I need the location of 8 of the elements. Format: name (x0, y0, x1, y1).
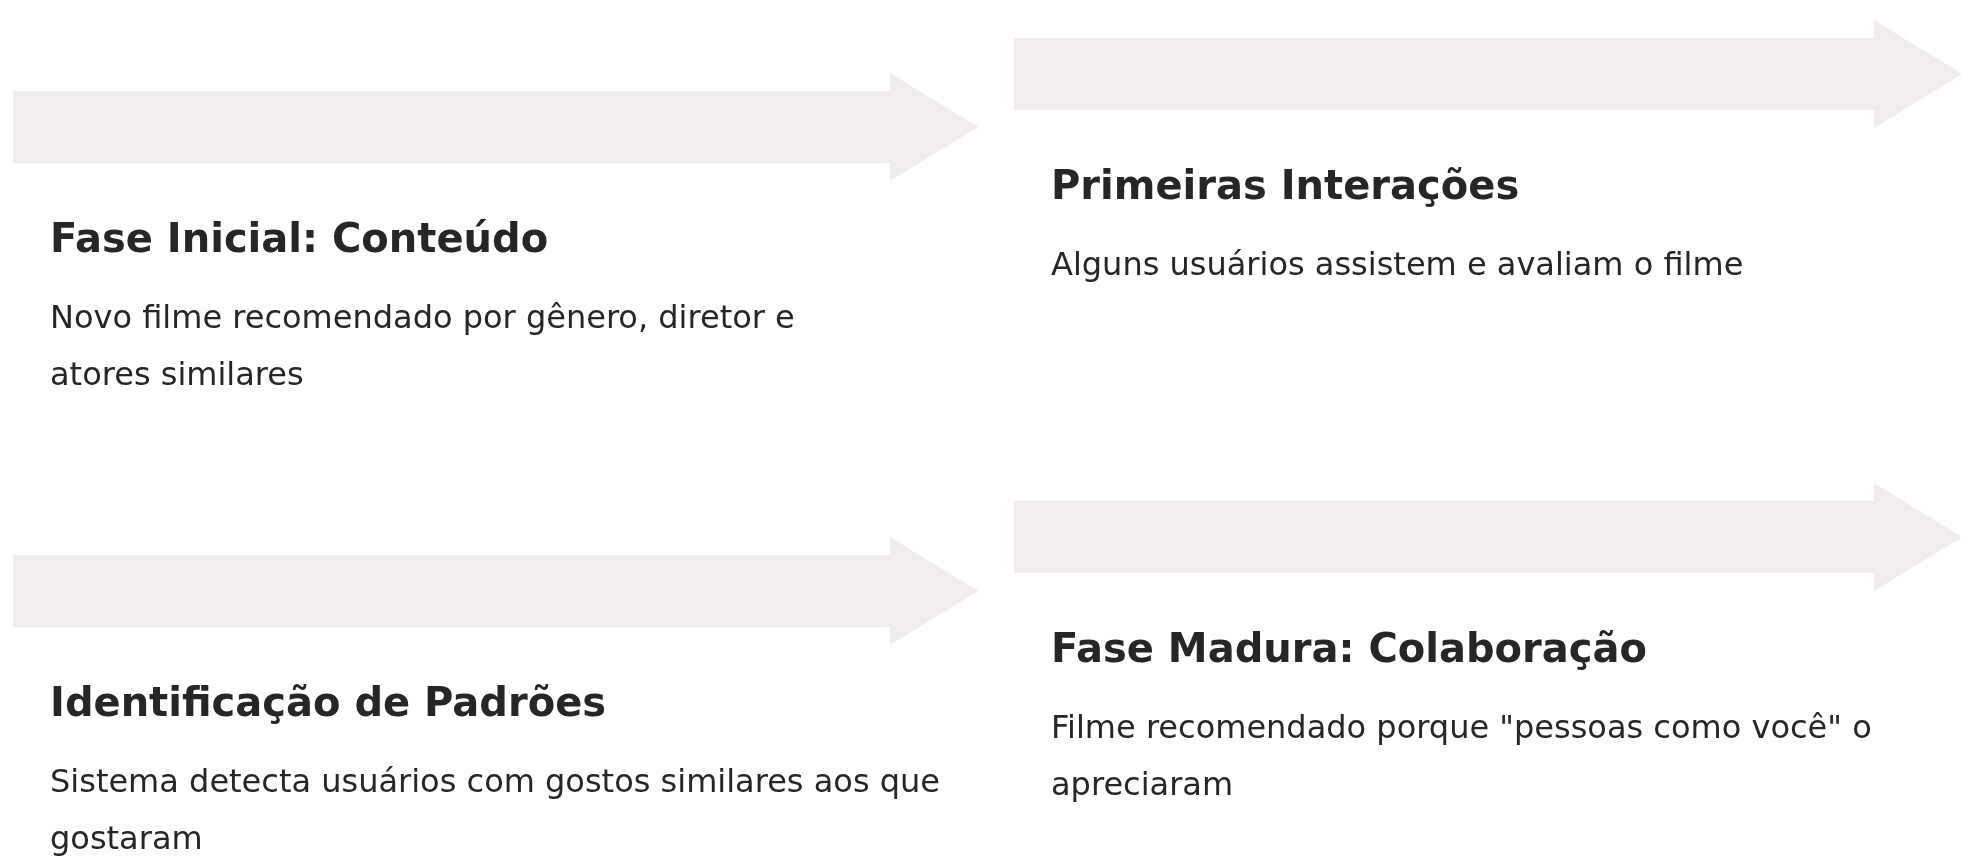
stage-description: Sistema detecta usuários com gostos similares aos que gostaram (50, 761, 941, 858)
stage-description: Filme recomendado porque "pessoas como você" o apreciaram (1051, 707, 1873, 805)
stage-heading: Primeiras Interações (1051, 162, 1520, 208)
stage-description: Alguns usuários assistem e avaliam o filme (1051, 244, 1745, 285)
stage-description: Novo filme recomendado por gênero, diretor e atores similares (50, 297, 796, 395)
stage-heading: Identificação de Padrões (50, 679, 607, 725)
stage-heading: Fase Inicial: Conteúdo (50, 215, 549, 261)
stage-heading: Fase Madura: Colaboração (1051, 625, 1647, 671)
